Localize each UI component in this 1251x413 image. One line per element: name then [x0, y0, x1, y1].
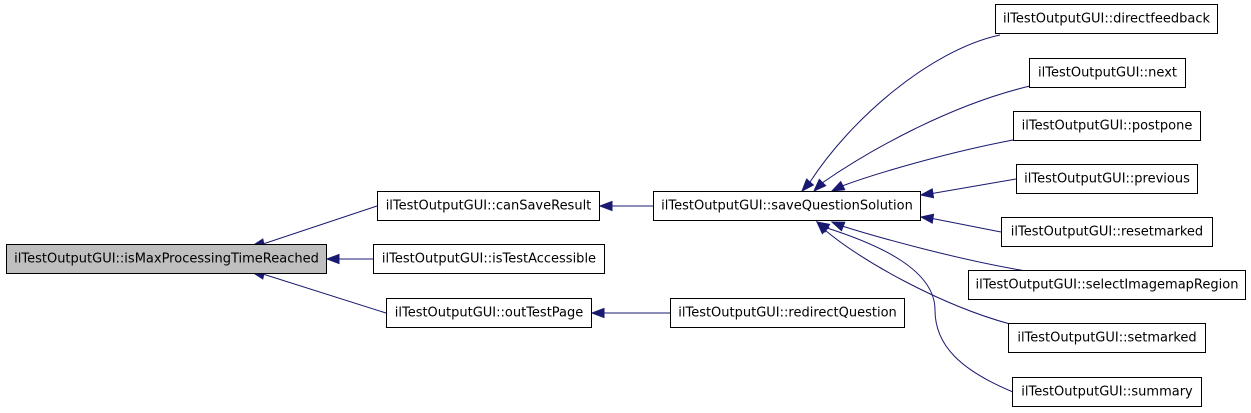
node-box [1001, 217, 1213, 247]
node-setmarked[interactable]: ilTestOutputGUI::setmarked [1008, 323, 1206, 353]
edge-is-test-accessible-to-root [325, 253, 373, 265]
arrowhead-icon [919, 213, 935, 224]
edge-next-to-save-question-solution [812, 85, 1031, 193]
node-box [386, 298, 592, 328]
arrowhead-icon [590, 307, 605, 319]
graph-nodes: ilTestOutputGUI::isMaxProcessingTimeReac… [6, 4, 1246, 407]
edge-redirect-question-to-out-test-page [590, 307, 670, 319]
node-box [1029, 58, 1186, 88]
node-redirect-question[interactable]: ilTestOutputGUI::redirectQuestion [670, 298, 905, 328]
node-box [1016, 164, 1198, 194]
arrowhead-icon [815, 221, 831, 233]
node-label: ilTestOutputGUI::isMaxProcessingTimeReac… [14, 252, 319, 267]
arrowhead-icon [812, 178, 827, 193]
node-box [1008, 323, 1206, 353]
arrowhead-icon [919, 188, 935, 199]
arrowhead-icon [830, 221, 846, 232]
node-summary[interactable]: ilTestOutputGUI::summary [1012, 377, 1202, 407]
node-box [1012, 377, 1202, 407]
edge-line [831, 139, 1014, 192]
node-label: ilTestOutputGUI::next [1038, 66, 1177, 81]
node-label: ilTestOutputGUI::saveQuestionSolution [661, 199, 913, 214]
edge-select-imagemap-region-to-save-question-solution [830, 221, 1027, 272]
node-is-test-accessible[interactable]: ilTestOutputGUI::isTestAccessible [373, 244, 605, 274]
node-out-test-page[interactable]: ilTestOutputGUI::outTestPage [386, 298, 592, 328]
edge-line [920, 178, 1017, 196]
edge-summary-to-save-question-solution [815, 221, 1014, 393]
node-box [968, 270, 1246, 300]
edge-line [251, 205, 378, 247]
node-label: ilTestOutputGUI::directfeedback [1003, 12, 1211, 27]
node-box [6, 244, 327, 274]
node-label: ilTestOutputGUI::isTestAccessible [382, 252, 596, 267]
node-select-imagemap-region[interactable]: ilTestOutputGUI::selectImagemapRegion [968, 270, 1246, 300]
edge-line [816, 221, 1014, 393]
edge-directfeedback-to-save-question-solution [801, 34, 1001, 193]
node-label: ilTestOutputGUI::summary [1021, 385, 1193, 400]
node-resetmarked[interactable]: ilTestOutputGUI::resetmarked [1001, 217, 1213, 247]
node-label: ilTestOutputGUI::resetmarked [1011, 225, 1203, 240]
node-box [377, 191, 600, 221]
node-save-question-solution[interactable]: ilTestOutputGUI::saveQuestionSolution [653, 191, 921, 221]
node-label: ilTestOutputGUI::postpone [1022, 119, 1193, 134]
arrowhead-icon [598, 200, 613, 212]
node-label: ilTestOutputGUI::redirectQuestion [678, 306, 897, 321]
node-box [995, 4, 1218, 34]
edge-line [813, 85, 1031, 192]
node-label: ilTestOutputGUI::outTestPage [395, 306, 584, 321]
edge-line [816, 221, 1011, 325]
arrowhead-icon [325, 253, 340, 265]
node-box [670, 298, 905, 328]
node-box [653, 191, 921, 221]
edge-line [831, 221, 1027, 272]
node-label: ilTestOutputGUI::canSaveResult [386, 199, 592, 214]
arrowhead-icon [801, 178, 815, 193]
edge-line [801, 34, 1001, 192]
edge-can-save-result-to-root [250, 205, 378, 249]
node-can-save-result[interactable]: ilTestOutputGUI::canSaveResult [377, 191, 600, 221]
node-box [1013, 111, 1201, 141]
edge-out-test-page-to-root [250, 269, 387, 314]
node-label: ilTestOutputGUI::setmarked [1017, 331, 1196, 346]
node-label: ilTestOutputGUI::previous [1024, 172, 1190, 187]
edge-line [251, 271, 387, 314]
edge-postpone-to-save-question-solution [830, 139, 1014, 192]
node-next[interactable]: ilTestOutputGUI::next [1029, 58, 1186, 88]
edge-resetmarked-to-save-question-solution [919, 213, 1002, 233]
node-label: ilTestOutputGUI::selectImagemapRegion [976, 278, 1239, 293]
node-directfeedback[interactable]: ilTestOutputGUI::directfeedback [995, 4, 1218, 34]
node-box [373, 244, 605, 274]
edge-save-question-solution-to-can-save-result [598, 200, 653, 212]
edge-previous-to-save-question-solution [919, 178, 1017, 199]
arrowhead-icon [830, 180, 846, 192]
graph-edges [250, 34, 1031, 393]
node-previous[interactable]: ilTestOutputGUI::previous [1016, 164, 1198, 194]
node-postpone[interactable]: ilTestOutputGUI::postpone [1013, 111, 1201, 141]
node-root: ilTestOutputGUI::isMaxProcessingTimeReac… [6, 244, 327, 274]
